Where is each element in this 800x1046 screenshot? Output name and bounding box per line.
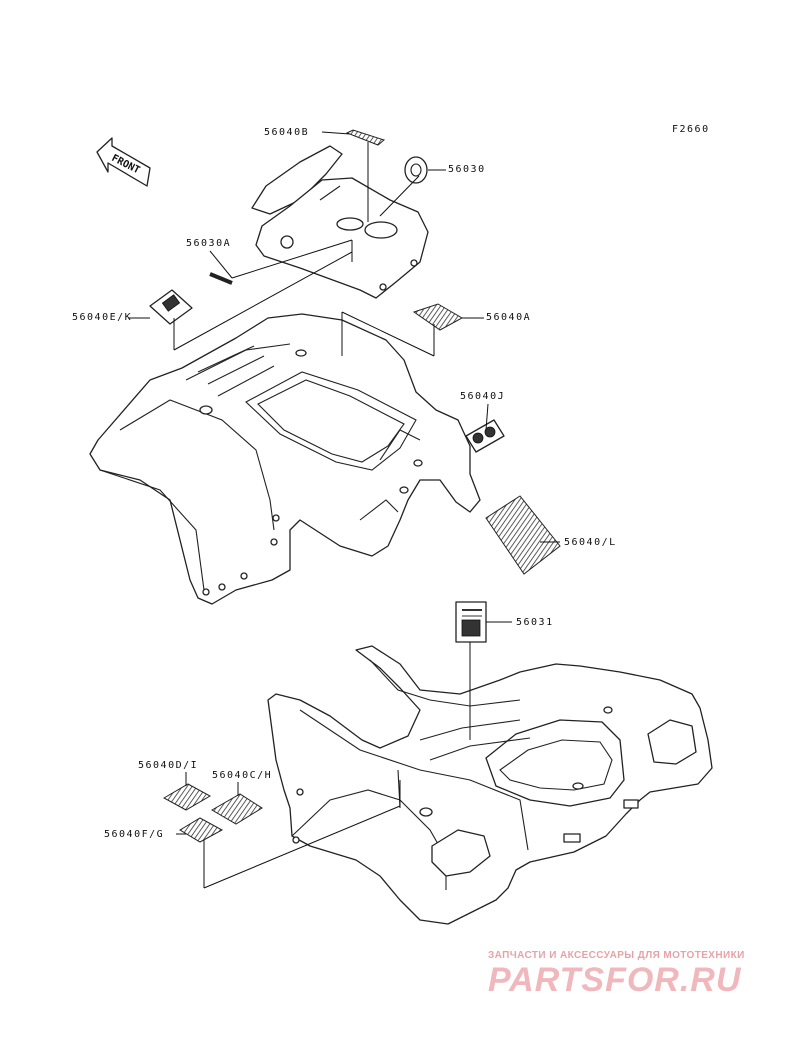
figure-code: F2660 [672,124,710,135]
part-label-56030a: 56030A [186,238,232,249]
part-label-56040ek: 56040E/K [72,312,133,323]
part-label-56031: 56031 [516,617,554,628]
rear-fender-part [267,645,713,925]
decal-56040b [345,129,386,146]
watermark-brand: PARTSFOR.RU [488,961,742,999]
decal-56040ek [149,289,193,325]
watermark-tagline: ЗАПЧАСТИ И АКСЕССУАРЫ ДЛЯ МОТОТЕХНИКИ [488,950,745,961]
part-label-56030: 56030 [448,164,486,175]
decal-56040l [485,495,561,575]
strip-56030a [209,272,233,285]
cap-56030 [404,156,428,184]
top-cover-part [251,145,429,299]
label-56031 [455,601,487,643]
part-label-56040b: 56040B [264,127,310,138]
part-label-56040a: 56040A [486,312,532,323]
part-label-56040fg: 56040F/G [104,829,165,840]
decal-56040j [465,419,505,453]
front-arrow-icon: FRONT [96,137,151,187]
decal-56040di [162,783,212,811]
part-label-56040j: 56040J [460,391,506,402]
decal-56040ch [211,793,263,825]
part-label-56040ch: 56040C/H [212,770,273,781]
front-fender-part [89,313,481,605]
decal-56040fg [179,817,224,843]
part-label-56040di: 56040D/I [138,760,199,771]
leader-lines [128,131,560,889]
part-label-56040l: 56040/L [564,537,617,548]
decal-56040a [412,303,464,331]
